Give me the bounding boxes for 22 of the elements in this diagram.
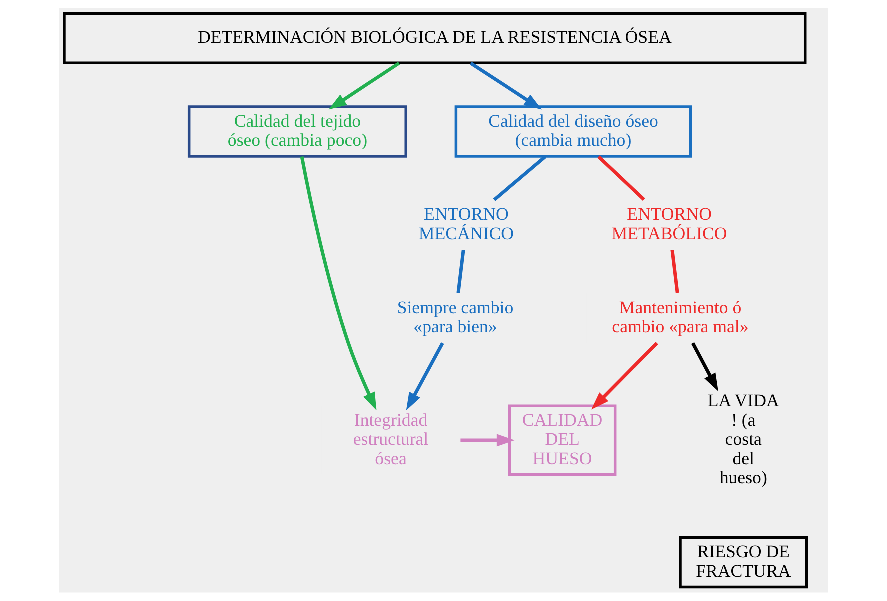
node-box: DETERMINACIÓN BIOLÓGICA DE LA RESISTENCIA ÓSEA bbox=[63, 12, 807, 65]
arrow bbox=[470, 62, 542, 110]
node-box: Calidad del tejido óseo (cambia poco) bbox=[188, 106, 408, 158]
connector bbox=[670, 250, 680, 294]
node-text: ENTORNO MECÁNICO bbox=[418, 204, 514, 244]
node-text: Integridad estructural ósea bbox=[353, 410, 429, 468]
connector bbox=[598, 156, 646, 201]
node-text: Siempre cambio «para bien» bbox=[397, 297, 514, 337]
arrow bbox=[328, 62, 400, 110]
arrow bbox=[592, 342, 658, 410]
arrow bbox=[460, 434, 515, 447]
node-box: Calidad del diseño óseo (cambia mucho) bbox=[454, 106, 692, 158]
node-text: ENTORNO METABÓLICO bbox=[612, 204, 728, 244]
arrow bbox=[406, 342, 444, 411]
connector bbox=[493, 156, 546, 202]
arrow bbox=[691, 342, 718, 392]
connector bbox=[456, 250, 466, 294]
node-text: Mantenimiento ó cambio «para mal» bbox=[612, 297, 749, 337]
node-text: LA VIDA ! (a costa del hueso) bbox=[708, 390, 780, 488]
node-box: CALIDAD DEL HUESO bbox=[508, 404, 617, 476]
arrow bbox=[300, 156, 377, 411]
node-box: RIESGO DE FRACTURA bbox=[679, 536, 808, 589]
